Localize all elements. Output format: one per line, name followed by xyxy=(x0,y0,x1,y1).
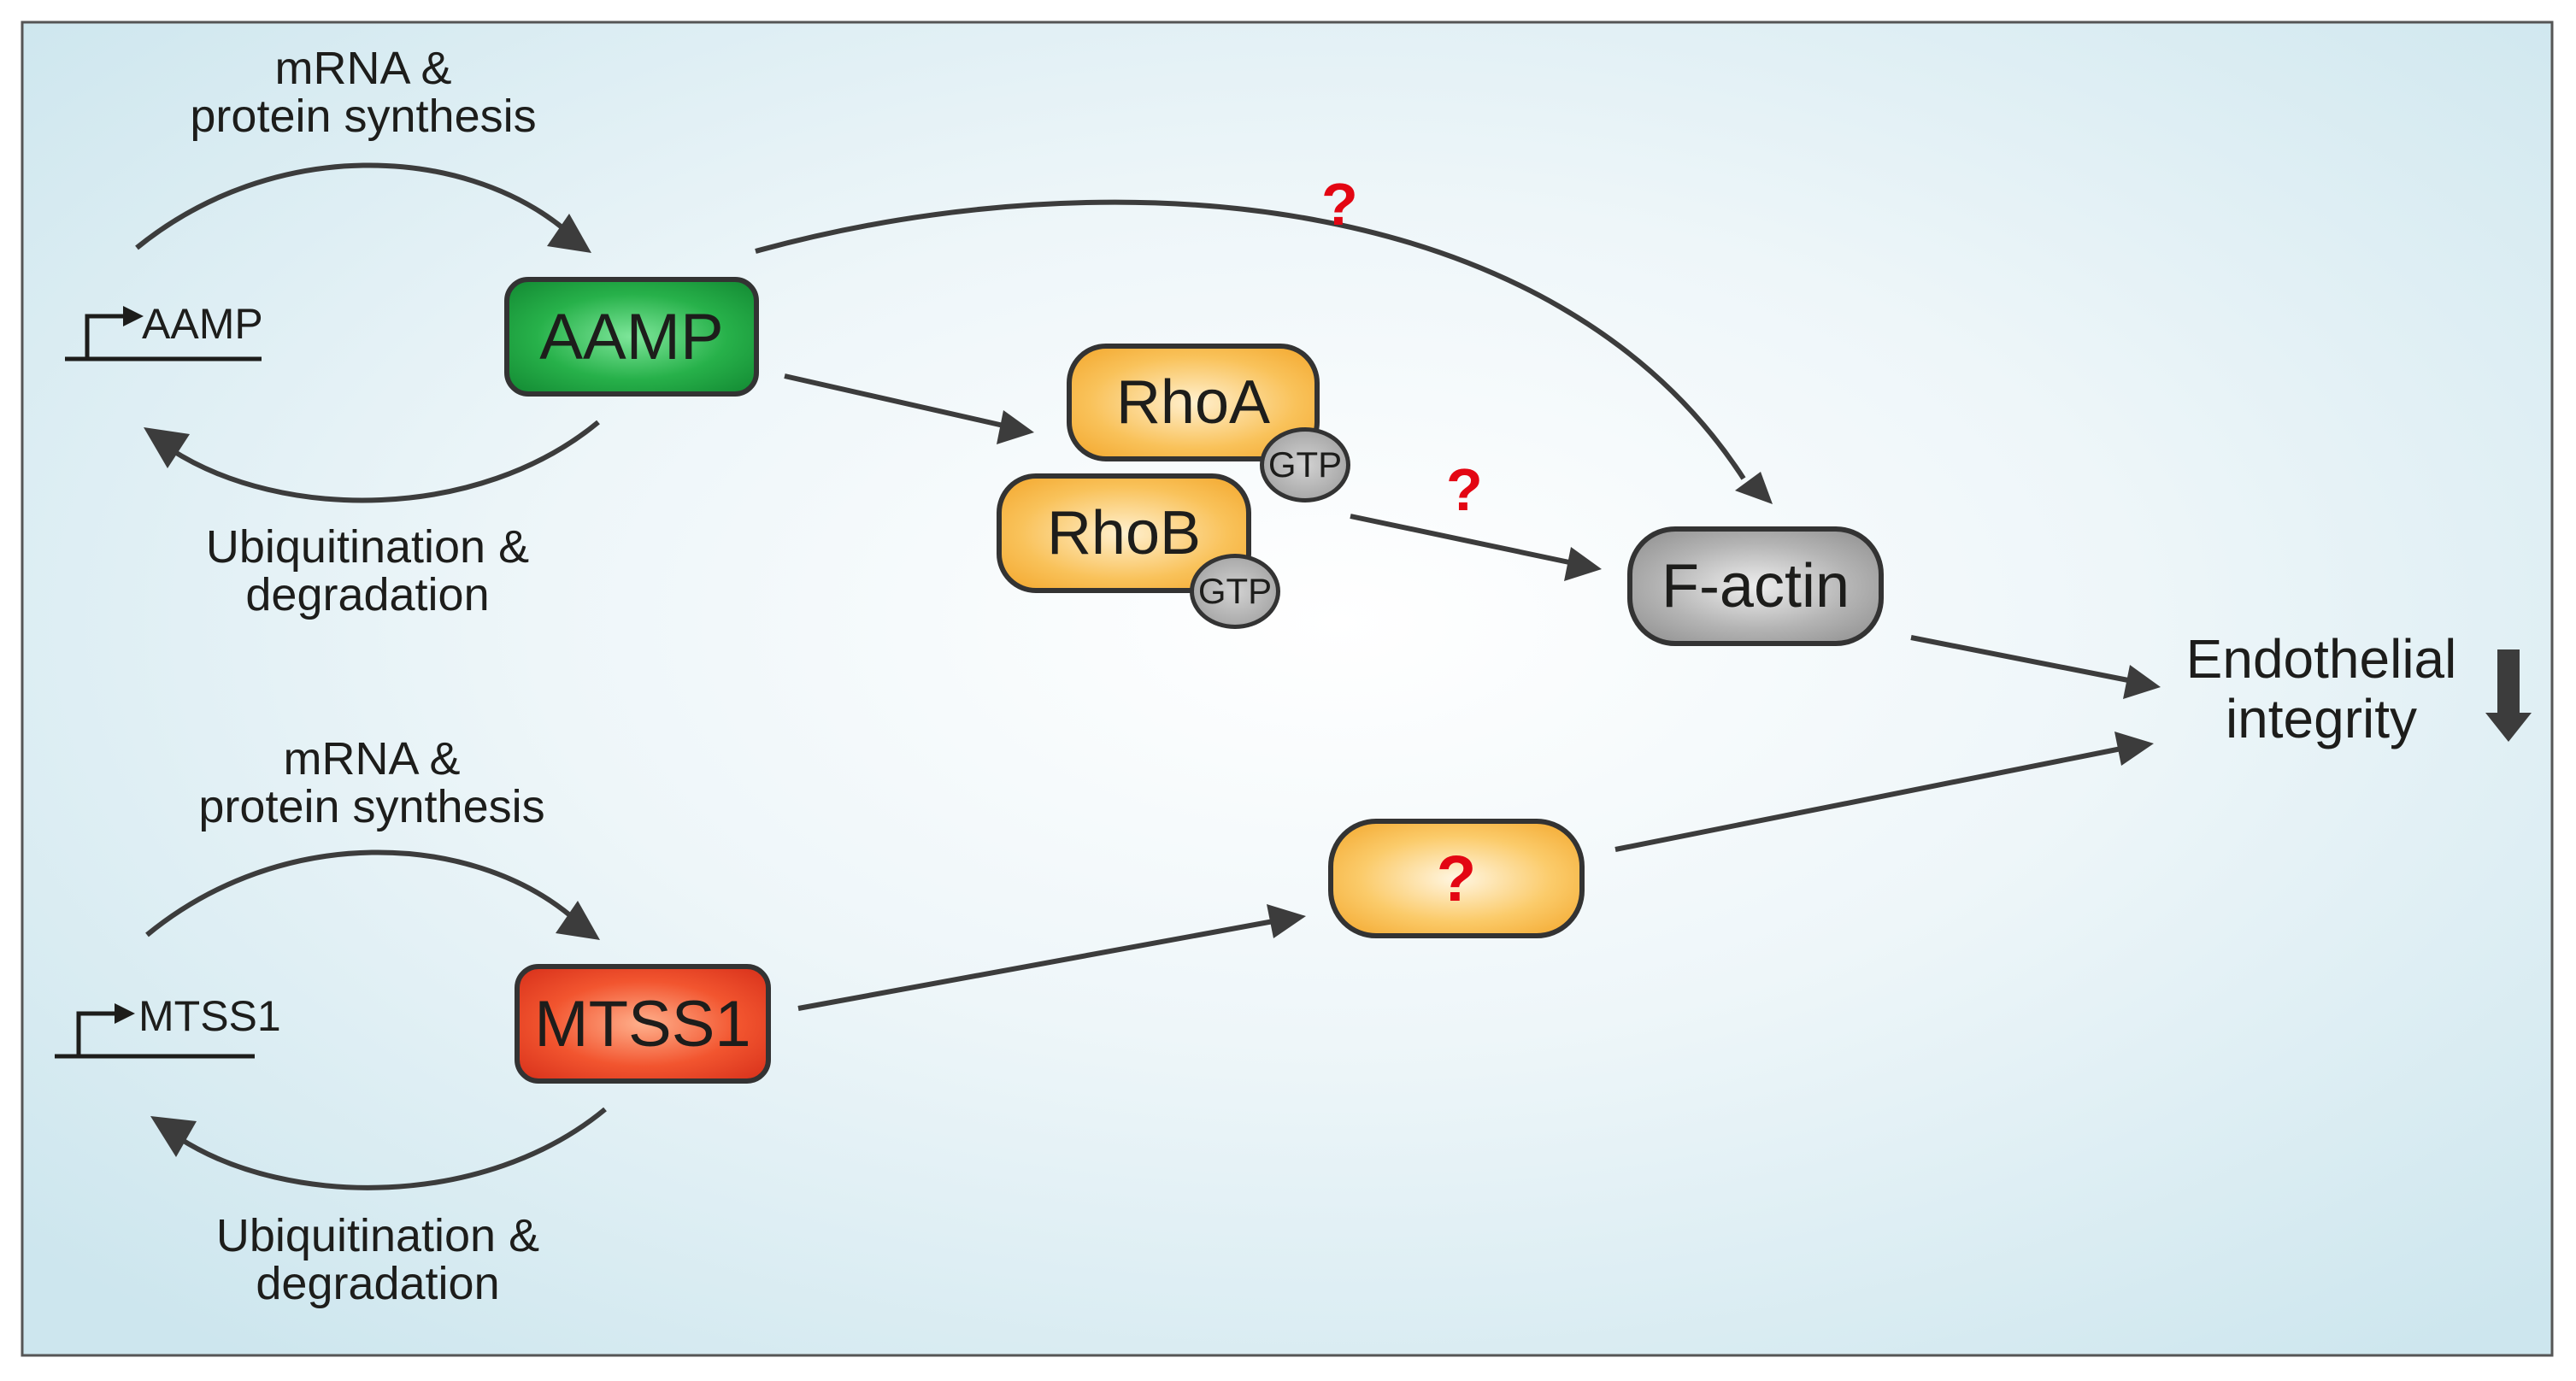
arrowhead-mtss1-to-unknown xyxy=(1267,904,1306,938)
synthesis-label-aamp: mRNA & protein synthesis xyxy=(154,44,573,140)
degradation-arrowhead-mtss1 xyxy=(150,1116,197,1157)
arrowhead-factin-to-integrity xyxy=(2123,665,2161,699)
arrow-factin-to-integrity xyxy=(1910,635,2129,683)
synthesis-label-aamp-line1: mRNA & xyxy=(274,43,452,94)
arrow-aamp-to-rhoa xyxy=(784,373,1004,428)
endothelial-integrity-line1: Endothelial xyxy=(2185,628,2457,690)
degradation-label-mtss1: Ubiquitination & degradation xyxy=(173,1212,583,1308)
synthesis-arrow-mtss1 xyxy=(145,849,573,937)
promoter-icon-aamp xyxy=(65,314,262,361)
gene-label-mtss1: MTSS1 xyxy=(138,992,281,1040)
degradation-arrow-mtss1 xyxy=(178,1107,607,1190)
synthesis-arrowhead-mtss1 xyxy=(556,901,600,940)
degradation-arrowhead-aamp xyxy=(144,427,190,468)
gtp-icon-rhoa: GTP xyxy=(1260,427,1350,502)
unknown-node: ? xyxy=(1328,819,1585,938)
rhoa-node-label: RhoA xyxy=(1115,368,1271,437)
question-mark-aamp-factin: ? xyxy=(1321,171,1358,238)
gene-label-aamp: AAMP xyxy=(142,300,263,348)
endothelial-integrity-line2: integrity xyxy=(2225,688,2418,749)
degradation-label-mtss1-line1: Ubiquitination & xyxy=(215,1210,540,1261)
promoter-arrowhead-aamp xyxy=(123,306,144,326)
degradation-label-aamp-line1: Ubiquitination & xyxy=(205,521,530,573)
degradation-label-mtss1-line2: degradation xyxy=(256,1258,500,1309)
gtp-label-rhob: GTP xyxy=(1197,571,1273,611)
degradation-label-aamp: Ubiquitination & degradation xyxy=(162,523,573,619)
synthesis-arrowhead-aamp xyxy=(547,214,591,253)
arrowhead-unknown-to-integrity xyxy=(2114,732,2154,766)
endothelial-integrity-label: Endothelial integrity xyxy=(2167,629,2475,749)
arrowhead-aamp-to-rhoa xyxy=(997,410,1034,444)
gtp-icon-rhob: GTP xyxy=(1190,554,1280,629)
aamp-node-label: AAMP xyxy=(539,300,724,373)
arrow-unknown-to-integrity xyxy=(1614,746,2122,852)
arrowhead-aamp-to-factin xyxy=(1735,472,1773,504)
down-arrow-head xyxy=(2485,713,2532,742)
factin-node: F-actin xyxy=(1627,526,1884,646)
synthesis-label-mtss1-line1: mRNA & xyxy=(283,733,461,785)
rhob-node-label: RhoB xyxy=(1046,499,1202,567)
degradation-arrow-aamp xyxy=(169,420,600,503)
question-mark-rho-factin: ? xyxy=(1446,456,1483,523)
synthesis-arrow-aamp xyxy=(135,162,566,250)
gtp-label-rhoa: GTP xyxy=(1267,444,1343,485)
arrow-rho-to-factin xyxy=(1350,514,1570,565)
promoter-arrowhead-mtss1 xyxy=(115,1003,135,1024)
arrow-mtss1-to-unknown xyxy=(797,919,1274,1011)
synthesis-label-mtss1-line2: protein synthesis xyxy=(198,781,545,832)
factin-node-label: F-actin xyxy=(1661,552,1850,620)
unknown-node-label: ? xyxy=(1436,842,1477,915)
mtss1-node-label: MTSS1 xyxy=(534,987,751,1061)
synthesis-label-aamp-line2: protein synthesis xyxy=(190,91,537,142)
promoter-icon-mtss1 xyxy=(55,1011,255,1059)
aamp-node: AAMP xyxy=(504,277,759,397)
degradation-label-aamp-line2: degradation xyxy=(245,569,490,620)
synthesis-label-mtss1: mRNA & protein synthesis xyxy=(162,735,581,831)
arrow-aamp-to-factin xyxy=(755,199,1746,480)
mtss1-node: MTSS1 xyxy=(515,964,771,1084)
down-arrow-shaft xyxy=(2497,649,2520,716)
arrowhead-rho-to-factin xyxy=(1564,547,1602,581)
